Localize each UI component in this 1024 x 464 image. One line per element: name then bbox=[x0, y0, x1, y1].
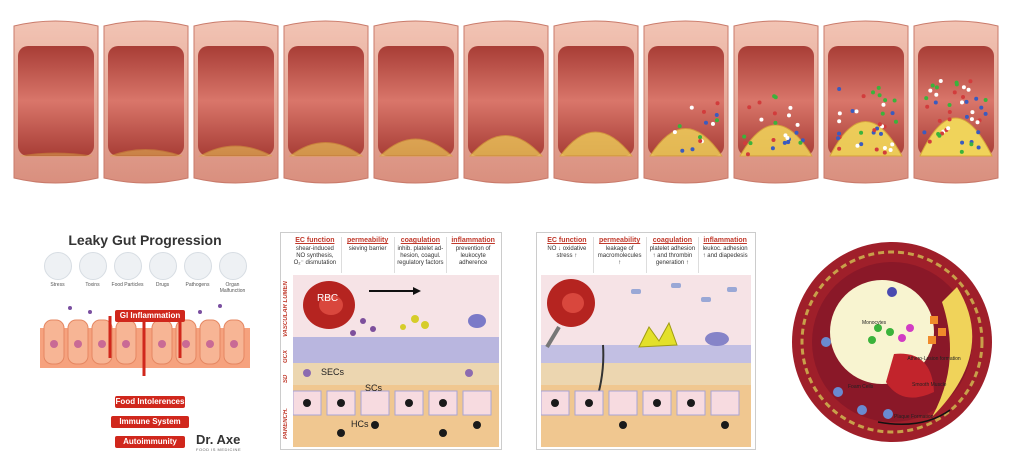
header-inflammation: inflammationprevention of leukocyte adhe… bbox=[447, 237, 499, 273]
artery-stage-5 bbox=[374, 21, 458, 183]
stage-autoimmunity: Autoimmunity bbox=[115, 436, 185, 448]
artery-stage-2 bbox=[104, 21, 188, 183]
label-foam-cells: Foam Cells bbox=[848, 384, 873, 390]
plaque-cross-section bbox=[782, 232, 1002, 452]
label-plaque-formation: Plaque Formation bbox=[894, 414, 933, 420]
label-sd: SD bbox=[283, 365, 289, 383]
artery-stage-1 bbox=[14, 21, 98, 183]
artery-stage-10 bbox=[824, 21, 908, 183]
label-monocytes: Monocytes bbox=[862, 320, 886, 326]
organ-icon: Organ Malfunction bbox=[216, 252, 250, 294]
label-smooth-muscle: Smooth Muscle bbox=[912, 382, 946, 388]
artery-stage-3 bbox=[194, 21, 278, 183]
artery-stage-9 bbox=[734, 21, 818, 183]
header-ec-function: EC functionshear-induced NO synthesis, O… bbox=[289, 237, 342, 273]
header-permeability: permeabilityleakage of macromolecules ↑ bbox=[594, 237, 647, 273]
artery-stage-8 bbox=[644, 21, 728, 183]
label-parench: PARENCH. bbox=[283, 389, 289, 439]
label-scs: SCs bbox=[365, 383, 382, 393]
header-permeability: permeabilitysieving barrier bbox=[342, 237, 395, 273]
brand-logo: Dr. Axe bbox=[196, 432, 240, 447]
pathogens-icon: Pathogens bbox=[181, 252, 215, 294]
stress-icon: Stress bbox=[41, 252, 75, 294]
glycocalyx-healthy-panel: EC functionshear-induced NO synthesis, O… bbox=[280, 232, 502, 450]
stage-immune-system-issues: Immune System Issues bbox=[111, 416, 189, 428]
header-coagulation: coagulationplatelet adhesion ↑ and throm… bbox=[647, 237, 700, 273]
stage-food-intolerences: Food Intolerences bbox=[115, 396, 185, 408]
label-rbc: RBC bbox=[317, 293, 338, 304]
label-secs: SECs bbox=[321, 367, 344, 377]
damaged-header-row: EC functionNO ↓ oxidative stress ↑ perme… bbox=[541, 237, 751, 273]
artery-stage-4 bbox=[284, 21, 368, 183]
damaged-vessel-illustration bbox=[541, 275, 751, 447]
leaky-gut-diagram: Leaky Gut Progression Stress Toxins Food… bbox=[40, 228, 250, 458]
header-inflammation: inflammationleukoc. adhesion ↑ and diape… bbox=[699, 237, 751, 273]
label-gcx: GCX bbox=[283, 341, 289, 363]
glycocalyx-damaged-panel: EC functionNO ↓ oxidative stress ↑ perme… bbox=[536, 232, 756, 450]
healthy-header-row: EC functionshear-induced NO synthesis, O… bbox=[289, 237, 499, 273]
artery-stage-7 bbox=[554, 21, 638, 183]
toxins-icon: Toxins bbox=[76, 252, 110, 294]
artery-stage-11 bbox=[914, 21, 998, 183]
artery-progression-strip bbox=[10, 12, 1010, 192]
drugs-icon: Drugs bbox=[146, 252, 180, 294]
food-particles-icon: Food Particles bbox=[111, 252, 145, 294]
stage-gi-inflammation: GI Inflammation bbox=[115, 310, 185, 322]
artery-stage-6 bbox=[464, 21, 548, 183]
header-ec-function: EC functionNO ↓ oxidative stress ↑ bbox=[541, 237, 594, 273]
label-athero-lesion: Athero-Lesion formation bbox=[904, 356, 964, 362]
leaky-gut-title: Leaky Gut Progression bbox=[40, 232, 250, 248]
brand-tagline: FOOD IS MEDICINE bbox=[196, 447, 241, 452]
header-coagulation: coagulationinhib. platelet ad-hesion, co… bbox=[395, 237, 448, 273]
trigger-icons: Stress Toxins Food Particles Drugs Patho… bbox=[40, 252, 250, 294]
label-hcs: HCs bbox=[351, 419, 369, 429]
label-vascular-lumen: VASCULAR LUMEN bbox=[283, 277, 289, 337]
